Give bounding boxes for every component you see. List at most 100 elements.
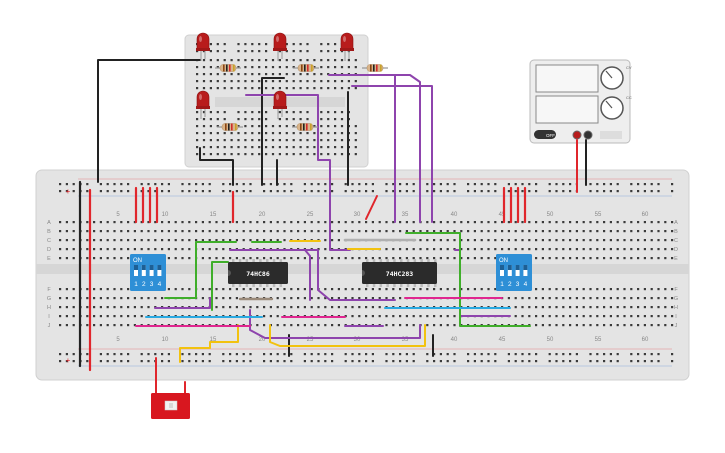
hole — [358, 315, 361, 318]
hole — [643, 315, 646, 318]
hole — [569, 257, 572, 260]
hole — [317, 360, 320, 363]
hole — [419, 248, 422, 251]
hole — [507, 230, 510, 233]
hole — [609, 297, 612, 300]
hole — [65, 360, 68, 363]
hole — [446, 360, 449, 363]
hole — [72, 324, 75, 327]
hole — [324, 221, 327, 224]
hole — [299, 73, 302, 76]
hole — [460, 257, 463, 260]
hole — [664, 248, 667, 251]
hole — [299, 111, 302, 114]
hole — [385, 190, 388, 193]
hole — [120, 315, 123, 318]
hole — [446, 353, 449, 356]
hole — [242, 230, 245, 233]
hole — [623, 324, 626, 327]
hole — [453, 353, 456, 356]
hole — [229, 360, 232, 363]
hole — [569, 353, 572, 356]
hole — [596, 248, 599, 251]
hole — [562, 306, 565, 309]
ic-pin — [266, 259, 269, 262]
hole — [223, 111, 226, 114]
hole — [208, 239, 211, 242]
hole — [317, 190, 320, 193]
hole — [223, 73, 226, 76]
hole — [609, 306, 612, 309]
hole — [59, 230, 62, 233]
hole — [127, 306, 130, 309]
ic-pin — [434, 259, 437, 262]
hole — [202, 59, 206, 62]
hole — [623, 288, 626, 291]
hole — [340, 59, 344, 62]
hole — [106, 360, 109, 363]
hole — [93, 248, 96, 251]
resistor-band — [311, 64, 313, 72]
hole — [222, 230, 225, 233]
dip-switch-toggle — [515, 265, 520, 276]
hole — [637, 221, 640, 224]
hole — [290, 257, 293, 260]
dip-switch-number: 4 — [158, 281, 162, 288]
hole — [258, 118, 261, 121]
column-number-bottom: 30 — [354, 337, 361, 343]
hole — [354, 125, 357, 128]
hole — [582, 239, 585, 242]
hole — [548, 239, 551, 242]
hole — [603, 297, 606, 300]
hole — [269, 306, 272, 309]
hole — [650, 190, 653, 193]
hole — [596, 230, 599, 233]
hole — [630, 230, 633, 233]
hole — [507, 239, 510, 242]
hole — [324, 190, 327, 193]
dip-switch-slider — [500, 265, 504, 270]
dip-switch-on-label: ON — [133, 258, 142, 264]
resistor — [217, 123, 243, 131]
hole — [276, 288, 279, 291]
hole — [535, 221, 538, 224]
hole — [589, 288, 592, 291]
hole — [433, 324, 436, 327]
hole — [317, 221, 320, 224]
hole — [331, 353, 334, 356]
hole — [72, 221, 75, 224]
hole — [603, 221, 606, 224]
hole — [265, 139, 268, 142]
hole — [392, 288, 395, 291]
hole — [276, 360, 279, 363]
hole — [643, 248, 646, 251]
column-number-top: 30 — [354, 212, 361, 218]
hole — [596, 221, 599, 224]
hole — [555, 297, 558, 300]
hole — [582, 297, 585, 300]
hole — [276, 239, 279, 242]
hole — [562, 190, 565, 193]
hole — [657, 297, 660, 300]
hole — [378, 288, 381, 291]
hole — [582, 306, 585, 309]
ic-label: 74HC283 — [386, 270, 413, 278]
hole — [154, 230, 157, 233]
hole — [582, 230, 585, 233]
hole — [216, 43, 219, 46]
ic-pin — [252, 284, 255, 287]
hole — [412, 230, 415, 233]
hole — [201, 257, 204, 260]
hole — [167, 360, 170, 363]
hole — [99, 190, 102, 193]
knob-1-label: CV — [626, 65, 632, 70]
hole — [320, 132, 323, 135]
hole — [196, 87, 199, 90]
column-number-top: 25 — [307, 212, 314, 218]
hole — [167, 353, 170, 356]
hole — [596, 288, 599, 291]
hole — [378, 306, 381, 309]
hole — [480, 230, 483, 233]
hole — [623, 230, 626, 233]
hole — [263, 306, 266, 309]
